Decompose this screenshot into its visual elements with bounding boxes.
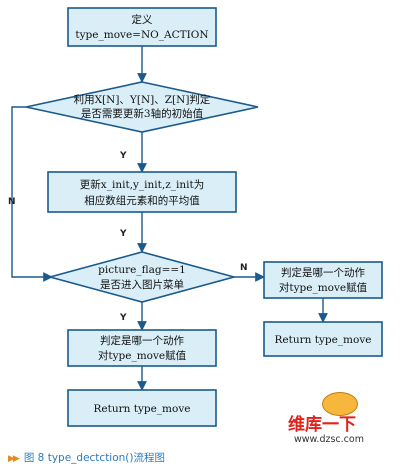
start-box: 定义 type_move=NO_ACTION: [67, 7, 217, 47]
start-box-line-1: 定义: [132, 13, 153, 26]
judge-box-left-line-1: 判定是哪一个动作: [100, 334, 184, 347]
start-box-line-2: type_move=NO_ACTION: [75, 29, 208, 41]
update-box-line-2: 相应数组元素和的平均值: [84, 194, 200, 207]
caption-text: 图 8 type_dectction()流程图: [23, 452, 165, 464]
return-box-left-label: Return type_move: [94, 403, 191, 415]
label-yes-3: Y: [119, 313, 127, 323]
update-box: 更新x_init,y_init,z_init为 相应数组元素和的平均值: [47, 171, 237, 213]
decision-2-line-2: 是否进入图片菜单: [100, 278, 184, 291]
watermark-url: www.dzsc.com: [294, 434, 364, 445]
label-yes-2: Y: [119, 229, 127, 239]
return-box-right: Return type_move: [263, 321, 383, 357]
label-no-right: N: [240, 263, 248, 273]
caption-marker-icon: ▶▶: [8, 454, 20, 464]
decision-1: 利用X[N]、Y[N]、Z[N]判定 是否需要更新3轴的初始值: [25, 81, 259, 133]
decision-2-line-1: picture_flag==1: [98, 264, 186, 276]
judge-box-left-line-2: 对type_move赋值: [98, 349, 187, 362]
decision-1-line-2: 是否需要更新3轴的初始值: [81, 107, 204, 120]
judge-box-right-line-1: 判定是哪一个动作: [281, 266, 365, 279]
watermark-brand: 维库一下: [288, 415, 356, 435]
arrow-decision1-no: [11, 106, 53, 282]
figure-caption: ▶▶图 8 type_dectction()流程图: [8, 450, 165, 465]
return-box-left: Return type_move: [67, 389, 217, 427]
decision-2: picture_flag==1 是否进入图片菜单: [46, 251, 238, 303]
decision-1-line-1: 利用X[N]、Y[N]、Z[N]判定: [74, 93, 211, 106]
update-box-line-1: 更新x_init,y_init,z_init为: [80, 178, 204, 191]
judge-box-right-line-2: 对type_move赋值: [279, 281, 368, 294]
watermark-logo: 维库一下 www.dzsc.com: [282, 392, 392, 454]
return-box-right-label: Return type_move: [275, 334, 372, 346]
label-yes-1: Y: [119, 151, 127, 161]
judge-box-left: 判定是哪一个动作 对type_move赋值: [67, 329, 217, 367]
mascot-icon: [322, 392, 358, 416]
judge-box-right: 判定是哪一个动作 对type_move赋值: [263, 261, 383, 299]
label-no-left: N: [8, 197, 16, 207]
